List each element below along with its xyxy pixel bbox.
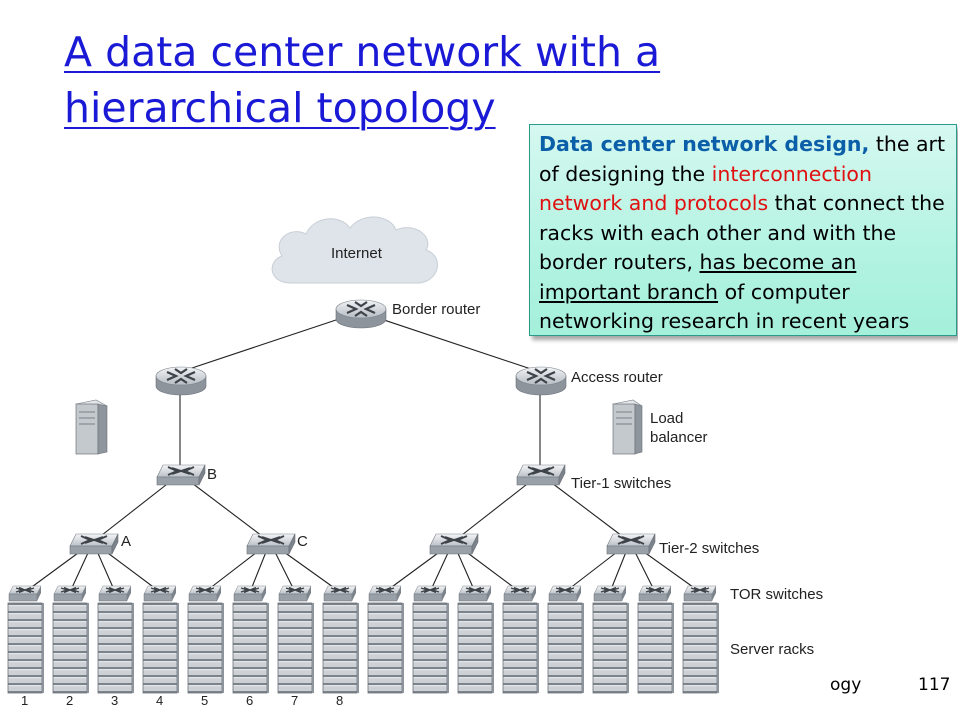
- rack-number: 6: [246, 693, 253, 708]
- tier2-switch-a-icon: [69, 533, 119, 555]
- tier2-switches-label: Tier-2 switches: [659, 540, 759, 557]
- tor-switch-icon: [98, 585, 132, 602]
- tor-switch-icon: [188, 585, 222, 602]
- links: [24, 311, 701, 593]
- rack-number: 5: [201, 693, 208, 708]
- tier1-switches-label: Tier-1 switches: [571, 475, 671, 492]
- tier2-switch-c-icon: [246, 533, 296, 555]
- rack-number: 3: [111, 693, 118, 708]
- callout-box: Data center network design, the art of d…: [529, 124, 957, 336]
- tor-switch-icon: [638, 585, 672, 602]
- server-rack-icon: [7, 602, 45, 694]
- switch-c-label: C: [297, 533, 308, 550]
- tor-switch-icon: [53, 585, 87, 602]
- access-router-right-icon: [514, 365, 568, 397]
- server-rack-icon: [97, 602, 135, 694]
- rack-number: 7: [291, 693, 298, 708]
- server-racks-label: Server racks: [730, 641, 814, 658]
- server-rack-icon: [682, 602, 720, 694]
- rack-number: 1: [21, 693, 28, 708]
- tor-switch-icon: [548, 585, 582, 602]
- callout-highlight-blue: Data center network design,: [539, 132, 870, 156]
- tor-switch-icon: [368, 585, 402, 602]
- server-rack-icon: [52, 602, 90, 694]
- rack-number: 4: [156, 693, 163, 708]
- server-racks: [7, 602, 720, 694]
- server-rack-icon: [232, 602, 270, 694]
- callout-text: the art of designing the: [539, 132, 946, 186]
- tor-switch-icon: [8, 585, 42, 602]
- server-rack-icon: [547, 602, 585, 694]
- tier2-switch-3-icon: [429, 533, 479, 555]
- server-rack-icon: [592, 602, 630, 694]
- callout-highlight-red: interconnection network and protocols: [539, 161, 872, 216]
- border-router-icon: [334, 298, 388, 330]
- tier1-switch-b-icon: [156, 464, 206, 486]
- tor-switch-icon: [233, 585, 267, 602]
- server-rack-icon: [637, 602, 675, 694]
- tor-switch-icon: [503, 585, 537, 602]
- tor-switch-icon: [683, 585, 717, 602]
- access-router-left-icon: [154, 365, 208, 397]
- tor-switches: [8, 585, 717, 602]
- tor-switches-label: TOR switches: [730, 586, 823, 603]
- switch-b-label: B: [207, 466, 217, 483]
- switch-a-label: A: [121, 533, 131, 550]
- tor-switch-icon: [143, 585, 177, 602]
- callout-text: of computer networking research in recen…: [539, 279, 910, 334]
- server-rack-icon: [322, 602, 360, 694]
- load-balancer-label-line1: Load: [650, 410, 683, 427]
- server-left-icon: [75, 399, 108, 455]
- server-rack-icon: [502, 602, 540, 694]
- load-balancer-label-line2: balancer: [650, 429, 708, 446]
- border-router-label: Border router: [392, 301, 480, 318]
- internet-label: Internet: [331, 245, 383, 262]
- tor-switch-icon: [323, 585, 357, 602]
- tier2-switch-4-icon: [606, 533, 656, 555]
- callout-underlined-text: has become an important branch: [539, 250, 857, 304]
- load-balancer-icon: [612, 399, 643, 455]
- callout-text: that connect the racks with each other a…: [539, 191, 945, 274]
- server-rack-icon: [277, 602, 315, 694]
- server-rack-icon: [457, 602, 495, 694]
- tor-switch-icon: [593, 585, 627, 602]
- footer-text: ogy: [830, 675, 862, 695]
- title-line-1: A data center network with a: [64, 28, 661, 76]
- access-router-label: Access router: [571, 369, 663, 386]
- tor-switch-icon: [458, 585, 492, 602]
- rack-numbers: 1 2 3 4 5 6 7 8: [21, 693, 343, 708]
- rack-number: 2: [66, 693, 73, 708]
- server-rack-icon: [412, 602, 450, 694]
- tor-switch-icon: [278, 585, 312, 602]
- rack-number: 8: [336, 693, 343, 708]
- tor-switch-icon: [413, 585, 447, 602]
- tier1-switch-right-icon: [516, 464, 566, 486]
- server-rack-icon: [367, 602, 405, 694]
- server-rack-icon: [187, 602, 225, 694]
- page-number: 117: [918, 675, 951, 695]
- slide-title: A data center network with a hierarchica…: [64, 24, 660, 136]
- internet-cloud: [271, 216, 438, 284]
- title-line-2: hierarchical topology: [64, 84, 496, 132]
- server-rack-icon: [142, 602, 180, 694]
